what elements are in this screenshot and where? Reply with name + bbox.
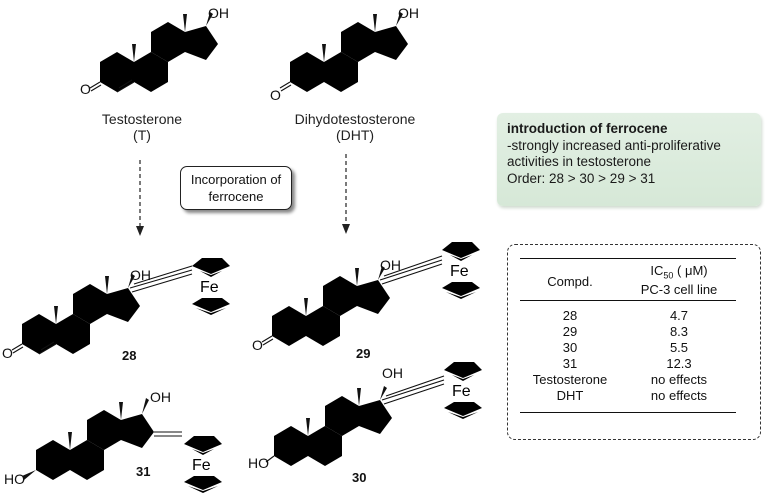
- compound-28-structure: O OH 28: [2, 258, 230, 363]
- hydroxyl-label: OH: [208, 5, 229, 21]
- svg-text:HO: HO: [4, 471, 25, 487]
- svg-text:O: O: [252, 337, 263, 353]
- table-row-compound: Testosterone: [532, 372, 608, 387]
- summary-note: introduction of ferrocene -strongly incr…: [497, 113, 761, 206]
- testosterone-structure: O OH: [80, 5, 229, 97]
- incorporation-box: Incorporation of ferrocene: [180, 166, 292, 210]
- dashed-arrow-right: [342, 154, 350, 234]
- table-row-ic50: no effects: [650, 388, 708, 403]
- compound-number: 30: [352, 470, 366, 485]
- table-row-ic50: no effects: [650, 372, 708, 387]
- col-header-cell-line: PC-3 cell line: [640, 282, 718, 297]
- activity-order: Order: 28 > 30 > 29 > 31: [507, 170, 656, 186]
- table-row-compound: 28: [562, 308, 578, 323]
- compound-number: 31: [136, 464, 150, 479]
- dht-structure: O OH: [270, 5, 419, 103]
- svg-text:OH: OH: [382, 365, 403, 381]
- carbonyl-o: O: [80, 81, 91, 97]
- ic50-table-box: [507, 244, 761, 440]
- svg-text:OH: OH: [380, 257, 401, 273]
- table-row-compound: 30: [562, 340, 578, 355]
- svg-text:O: O: [2, 345, 13, 361]
- svg-text:OH: OH: [150, 389, 171, 405]
- compound-31-structure: HO OH 31: [4, 389, 222, 493]
- dht-label: Dihydotestosterone (DHT): [294, 111, 416, 143]
- table-row-compound: 31: [562, 356, 578, 371]
- col-header-ic50: IC50 ( μM): [650, 263, 708, 281]
- dashed-arrow-left: [136, 160, 144, 236]
- testosterone-label: Testosterone (T): [101, 111, 183, 143]
- note-title: introduction of ferrocene: [507, 121, 668, 136]
- table-row-compound: 29: [562, 324, 578, 339]
- svg-text:OH: OH: [130, 267, 151, 283]
- carbonyl-o: O: [270, 87, 281, 103]
- compound-number: 29: [356, 346, 370, 361]
- table-row-ic50: 5.5: [669, 340, 689, 355]
- svg-text:HO: HO: [248, 455, 269, 471]
- table-row-compound: DHT: [556, 388, 584, 403]
- col-header-compound: Compd.: [547, 274, 593, 289]
- compound-30-structure: HO OH 30: [248, 362, 482, 485]
- compound-29-structure: O OH 29: [252, 242, 480, 361]
- table-row-ic50: 12.3: [666, 356, 692, 371]
- table-row-ic50: 4.7: [669, 308, 689, 323]
- hydroxyl-label: OH: [398, 5, 419, 21]
- table-row-ic50: 8.3: [669, 324, 689, 339]
- compound-number: 28: [122, 348, 136, 363]
